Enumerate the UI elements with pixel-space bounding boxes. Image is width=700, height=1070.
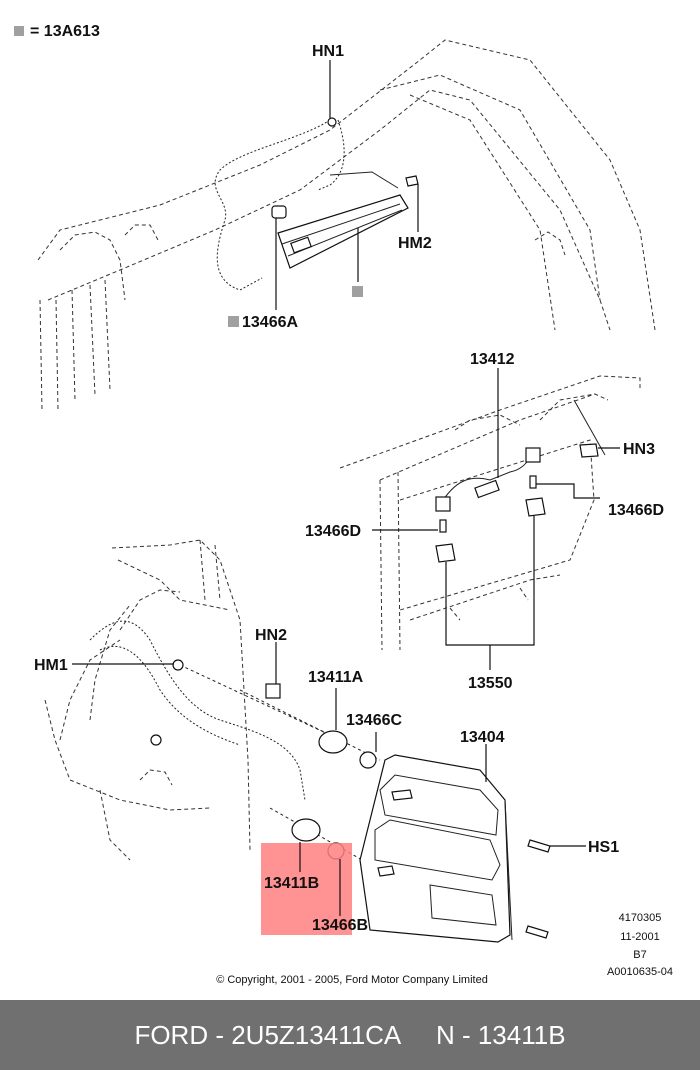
- tail-lamp-hardware: [150, 659, 281, 746]
- label-13a613-marker-top: [352, 286, 363, 297]
- info-line: A0010635-04: [607, 966, 673, 978]
- footer-part-number: FORD - 2U5Z13411CA N - 13411B: [134, 1019, 566, 1050]
- license-lamp-housings: [435, 497, 546, 563]
- license-lamp-bulbs: [439, 475, 537, 533]
- label-13466d-left: 13466D: [305, 523, 361, 540]
- footer-bar: FORD - 2U5Z13411CA N - 13411B: [0, 1000, 700, 1070]
- legend-text: = 13A613: [30, 23, 100, 40]
- legend-marker: [14, 26, 24, 36]
- label-hs1: HS1: [588, 839, 619, 856]
- label-hn3: HN3: [623, 441, 655, 458]
- label-hn2: HN2: [255, 627, 287, 644]
- copyright: © Copyright, 2001 - 2005, Ford Motor Com…: [216, 974, 488, 986]
- info-line: 4170305: [619, 912, 662, 924]
- label-13411b: 13411B: [264, 875, 319, 892]
- label-13466a: 13466A: [242, 314, 298, 331]
- legend: = 13A613: [14, 23, 100, 40]
- info-line: B7: [633, 949, 646, 961]
- label-13412: 13412: [470, 351, 515, 368]
- label-13411a: 13411A: [308, 669, 364, 686]
- highlight-13411b: [261, 843, 352, 935]
- roof-wiring: [214, 119, 345, 291]
- license-lamp-harness: [435, 399, 606, 512]
- label-hm2: HM2: [398, 235, 432, 252]
- label-13466d-right: 13466D: [608, 502, 664, 519]
- label-hm1: HM1: [34, 657, 68, 674]
- label-13466a-marker: [228, 316, 239, 327]
- tail-lamp-assembly: [359, 754, 513, 943]
- label-13466b: 13466B: [312, 917, 368, 934]
- info-line: 11-2001: [620, 931, 660, 943]
- label-13550: 13550: [468, 675, 513, 692]
- roof-outline: [37, 39, 656, 411]
- label-hn1: HN1: [312, 43, 344, 60]
- label-13404: 13404: [460, 729, 505, 746]
- label-13466c: 13466C: [346, 712, 402, 729]
- exploded-parts-diagram: = 13A613 HN1 HM2 13466A: [14, 23, 673, 986]
- tail-lamp-screws: [525, 839, 551, 939]
- tailgate-outline: [339, 375, 641, 651]
- info-block: 4170305 11-2001 B7 A0010635-04: [607, 912, 673, 978]
- tail-lamp-wiring: [89, 620, 381, 871]
- body-side-outline: [44, 539, 251, 861]
- stop-lamp-assembly: [271, 117, 419, 269]
